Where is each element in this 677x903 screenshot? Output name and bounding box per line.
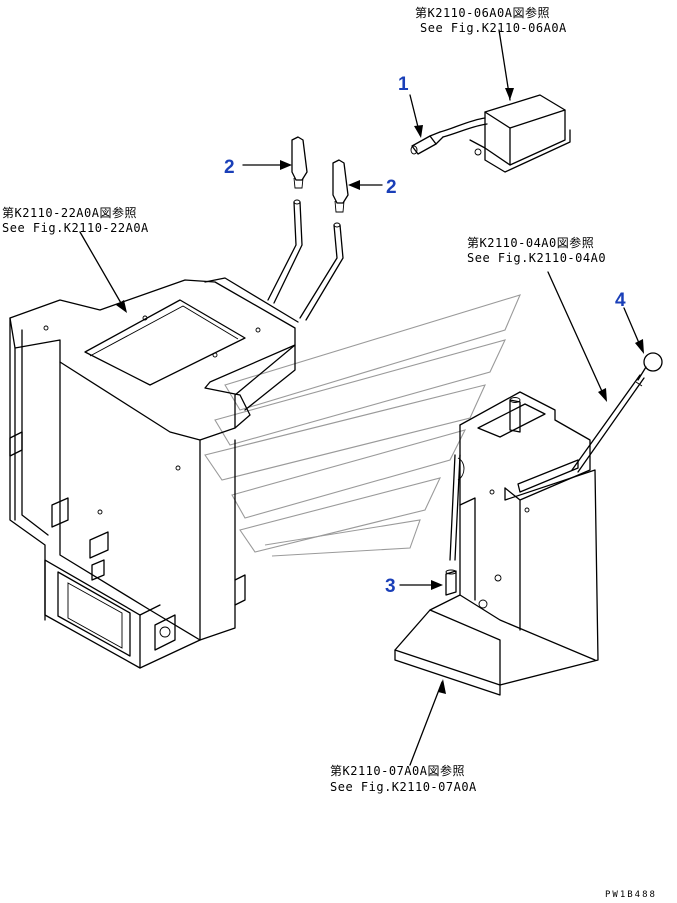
right-console-housing <box>394 391 599 696</box>
part-1-connector <box>410 131 444 155</box>
callout-1: 1 <box>398 74 409 95</box>
harness-unit <box>439 94 571 173</box>
callout-2-left: 2 <box>224 157 235 178</box>
ref-top-right-en: See Fig.K2110-06A0A <box>420 21 567 35</box>
part-2-knob-right <box>332 159 349 213</box>
callout-3: 3 <box>385 576 396 597</box>
callout-2-right: 2 <box>386 177 397 198</box>
ref-bottom-en: See Fig.K2110-07A0A <box>330 780 477 794</box>
control-levers <box>267 199 344 321</box>
leader-lines <box>79 29 644 766</box>
drawing-code: PW1B488 <box>605 890 657 900</box>
callout-4: 4 <box>615 290 626 311</box>
left-console-housing <box>9 277 299 669</box>
ref-left-jp: 第K2110-22A0A図参照 <box>2 205 137 220</box>
ref-top-right-jp: 第K2110-06A0A図参照 <box>415 5 550 20</box>
part-3-switch <box>445 569 457 596</box>
part-4-lever <box>571 352 663 473</box>
part-2-knob-left <box>291 136 308 189</box>
watermark-logo <box>204 294 521 557</box>
ref-right-jp: 第K2110-04A0図参照 <box>467 235 594 250</box>
ref-left-en: See Fig.K2110-22A0A <box>2 221 149 235</box>
ref-bottom-jp: 第K2110-07A0A図参照 <box>330 763 465 778</box>
ref-right-en: See Fig.K2110-04A0 <box>467 251 606 265</box>
